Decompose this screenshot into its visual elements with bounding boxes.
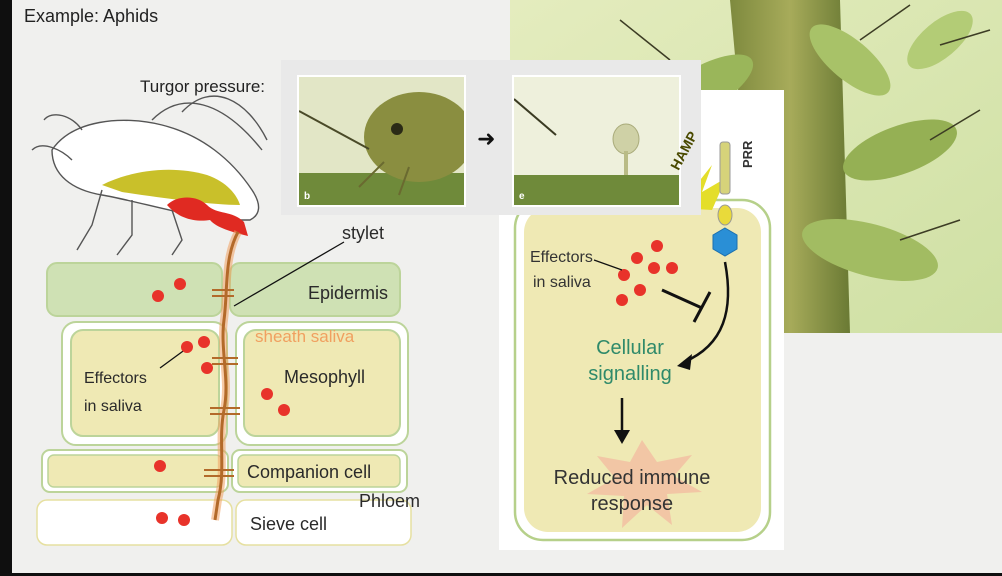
signal-line-1: Cellular [596, 337, 664, 359]
effectors-label-right-2: in saliva [533, 274, 591, 291]
effectors-label-right-1: Effectors [530, 249, 593, 266]
reduced-line-1: Reduced immune [553, 467, 711, 489]
sheath-saliva-label: sheath saliva [255, 327, 355, 346]
cellular-signalling-label: Cellular signalling [560, 335, 700, 387]
epidermis-label: Epidermis [308, 283, 389, 303]
reduced-immune-response-label: Reduced immune response [527, 465, 737, 517]
companion-cell-label: Companion cell [247, 462, 372, 482]
phloem-label: Phloem [359, 491, 421, 511]
effector-dots-left [152, 278, 290, 526]
effector-dots-right [616, 240, 678, 306]
effectors-label-left-2: in saliva [84, 398, 142, 415]
slide-title: Example: Aphids [24, 6, 159, 26]
micrograph-aphid-art [299, 77, 464, 205]
micrograph-letter-e: e [519, 191, 525, 202]
prr-label: PRR [740, 140, 755, 168]
micrograph-droplet: e [512, 75, 681, 207]
micrograph-aphid-stylet: b [297, 75, 466, 207]
sieve-cell-label: Sieve cell [250, 514, 328, 534]
arrow-right-icon: ➜ [477, 126, 496, 151]
turgor-label: Turgor pressure: [140, 77, 266, 96]
micrograph-letter-b: b [304, 191, 311, 202]
micrograph-droplet-art [514, 77, 679, 205]
mesophyll-label: Mesophyll [284, 367, 366, 387]
aphid-feeding-diagram [31, 95, 772, 546]
signal-line-2: signalling [588, 363, 672, 385]
effectors-label-left-1: Effectors [84, 370, 147, 387]
slide: Example: Aphids [12, 0, 1002, 573]
reduced-line-2: response [590, 493, 674, 515]
stylet-label: stylet [342, 223, 385, 243]
turgor-micrographs: b ➜ e [281, 60, 701, 215]
